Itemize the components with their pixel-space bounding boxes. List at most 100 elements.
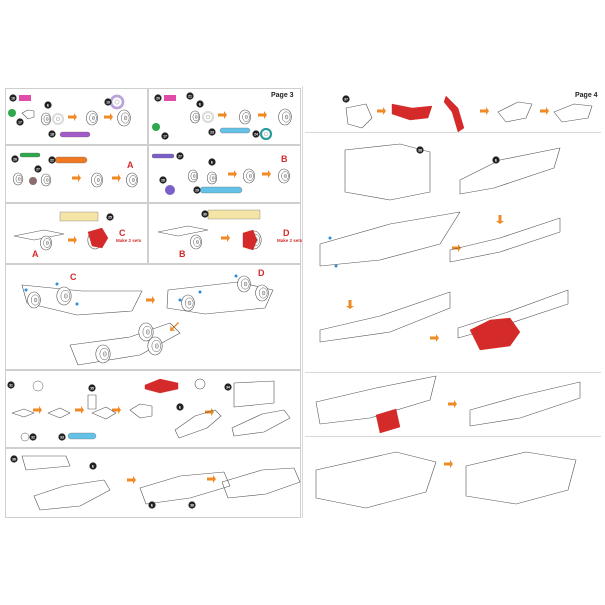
nose-bracket bbox=[87, 394, 97, 410]
body-frame-7 bbox=[469, 381, 581, 427]
badge-part-25 bbox=[106, 213, 114, 221]
badge-part-38 bbox=[188, 501, 196, 509]
wheel-hub bbox=[63, 293, 68, 299]
panel-step-d bbox=[148, 203, 301, 264]
panel-step-20 bbox=[148, 88, 301, 145]
arrow-r2-c bbox=[346, 300, 354, 309]
badge-part-27 bbox=[34, 165, 42, 173]
right-rule-1 bbox=[305, 132, 601, 133]
wheel-hub bbox=[261, 290, 266, 296]
badge-tool-e-6 bbox=[148, 501, 156, 509]
part-number: E bbox=[151, 503, 154, 507]
wheel-rim bbox=[281, 111, 291, 123]
badge-part-16 bbox=[9, 94, 17, 102]
part-number: 28 bbox=[161, 178, 165, 182]
badge-part-18 bbox=[48, 130, 56, 138]
part-number: 22 bbox=[50, 158, 54, 162]
body-frame-5 bbox=[457, 289, 569, 339]
badge-tool-e-2 bbox=[196, 100, 204, 108]
ring-hole bbox=[264, 132, 268, 136]
badge-tool-e-7 bbox=[492, 156, 500, 164]
cowl-body-c bbox=[221, 467, 301, 499]
part-number: 20 bbox=[156, 96, 160, 100]
arrow-r1-a bbox=[377, 107, 386, 115]
wheel-rim bbox=[240, 278, 250, 290]
part-number: 34 bbox=[226, 385, 230, 389]
step-letter-d-chassis: D bbox=[258, 268, 265, 278]
make-two-sets-note-d: Make 2 sets bbox=[277, 238, 303, 243]
wheel-hub bbox=[96, 178, 100, 182]
part-number: 17 bbox=[18, 120, 22, 124]
right-rule-3 bbox=[305, 436, 601, 437]
green-tab-part bbox=[19, 152, 41, 158]
wheel-hub bbox=[45, 117, 49, 121]
part-number: 30 bbox=[203, 212, 207, 216]
wheel-rim bbox=[89, 113, 97, 123]
wheel-rim bbox=[120, 112, 130, 124]
step-letter-c-output: C bbox=[119, 228, 126, 238]
wheel-rim bbox=[30, 294, 40, 306]
arrow-nose-a bbox=[33, 406, 42, 414]
panel-chassis bbox=[5, 264, 301, 370]
badge-part-21 bbox=[186, 92, 194, 100]
blue-nose-part bbox=[67, 432, 97, 440]
arrow-step-c bbox=[68, 236, 77, 244]
wheel-hub bbox=[33, 297, 38, 303]
nose-cone bbox=[174, 409, 222, 439]
attach-dot bbox=[334, 264, 338, 268]
step-letter-b-output: B bbox=[281, 154, 288, 164]
body-frame-3 bbox=[319, 211, 461, 267]
wheel-rim bbox=[209, 173, 217, 183]
right-rule-2 bbox=[305, 372, 601, 373]
wheel-hub bbox=[192, 174, 196, 178]
part-number: 26 bbox=[13, 157, 17, 161]
wheel-rim bbox=[43, 114, 51, 124]
wheel-rim bbox=[142, 325, 153, 339]
arrow-step-d bbox=[221, 234, 230, 242]
blue-axle-part-b bbox=[199, 186, 243, 194]
arrow-r2-b bbox=[452, 244, 461, 252]
mirror-ring-part bbox=[194, 378, 206, 390]
part-number: 24 bbox=[254, 132, 258, 136]
page-4-label: Page 4 bbox=[575, 92, 598, 99]
wheel-rim bbox=[129, 175, 137, 185]
arrow-step20-b bbox=[258, 111, 267, 119]
yellow-strut-part-30 bbox=[207, 209, 261, 220]
body-panel-34 bbox=[233, 380, 275, 408]
part-number: E bbox=[211, 160, 214, 164]
attach-dot bbox=[178, 298, 182, 302]
body-frame-1 bbox=[459, 147, 561, 195]
hub-ring-20 bbox=[201, 110, 215, 124]
red-cockpit-part-b bbox=[443, 95, 465, 133]
badge-part-26 bbox=[11, 155, 19, 163]
badge-part-31 bbox=[7, 381, 15, 389]
wheel-hub bbox=[45, 178, 49, 182]
badge-part-28 bbox=[159, 176, 167, 184]
body-frame-6 bbox=[315, 375, 437, 425]
nose-tip-a bbox=[11, 408, 35, 418]
badge-tool-e-5 bbox=[89, 462, 97, 470]
wheel-hub bbox=[244, 115, 248, 119]
wheel-rim bbox=[281, 171, 289, 181]
yellow-strut-part-25 bbox=[59, 211, 99, 222]
wheel-hub bbox=[131, 178, 135, 182]
wheel-hub bbox=[17, 177, 21, 181]
part-number: 36 bbox=[12, 457, 16, 461]
badge-part-32 bbox=[29, 433, 37, 441]
panel-step-c bbox=[5, 203, 148, 264]
wheel-hub bbox=[284, 114, 289, 120]
wheel-rim bbox=[43, 175, 51, 185]
axle-bracket bbox=[21, 109, 35, 120]
ring-hole bbox=[114, 99, 120, 105]
arrow-r4-a bbox=[444, 460, 453, 468]
wheel-rim bbox=[192, 112, 200, 122]
attach-dot bbox=[198, 290, 202, 294]
wheel-rim bbox=[193, 237, 201, 247]
badge-part-22 bbox=[48, 156, 56, 164]
c-subframe bbox=[13, 229, 65, 241]
badge-part-27b bbox=[176, 152, 184, 160]
wheel-hub bbox=[45, 241, 49, 245]
blue-axle-part bbox=[219, 127, 251, 134]
step-letter-b-input: B bbox=[179, 249, 186, 259]
